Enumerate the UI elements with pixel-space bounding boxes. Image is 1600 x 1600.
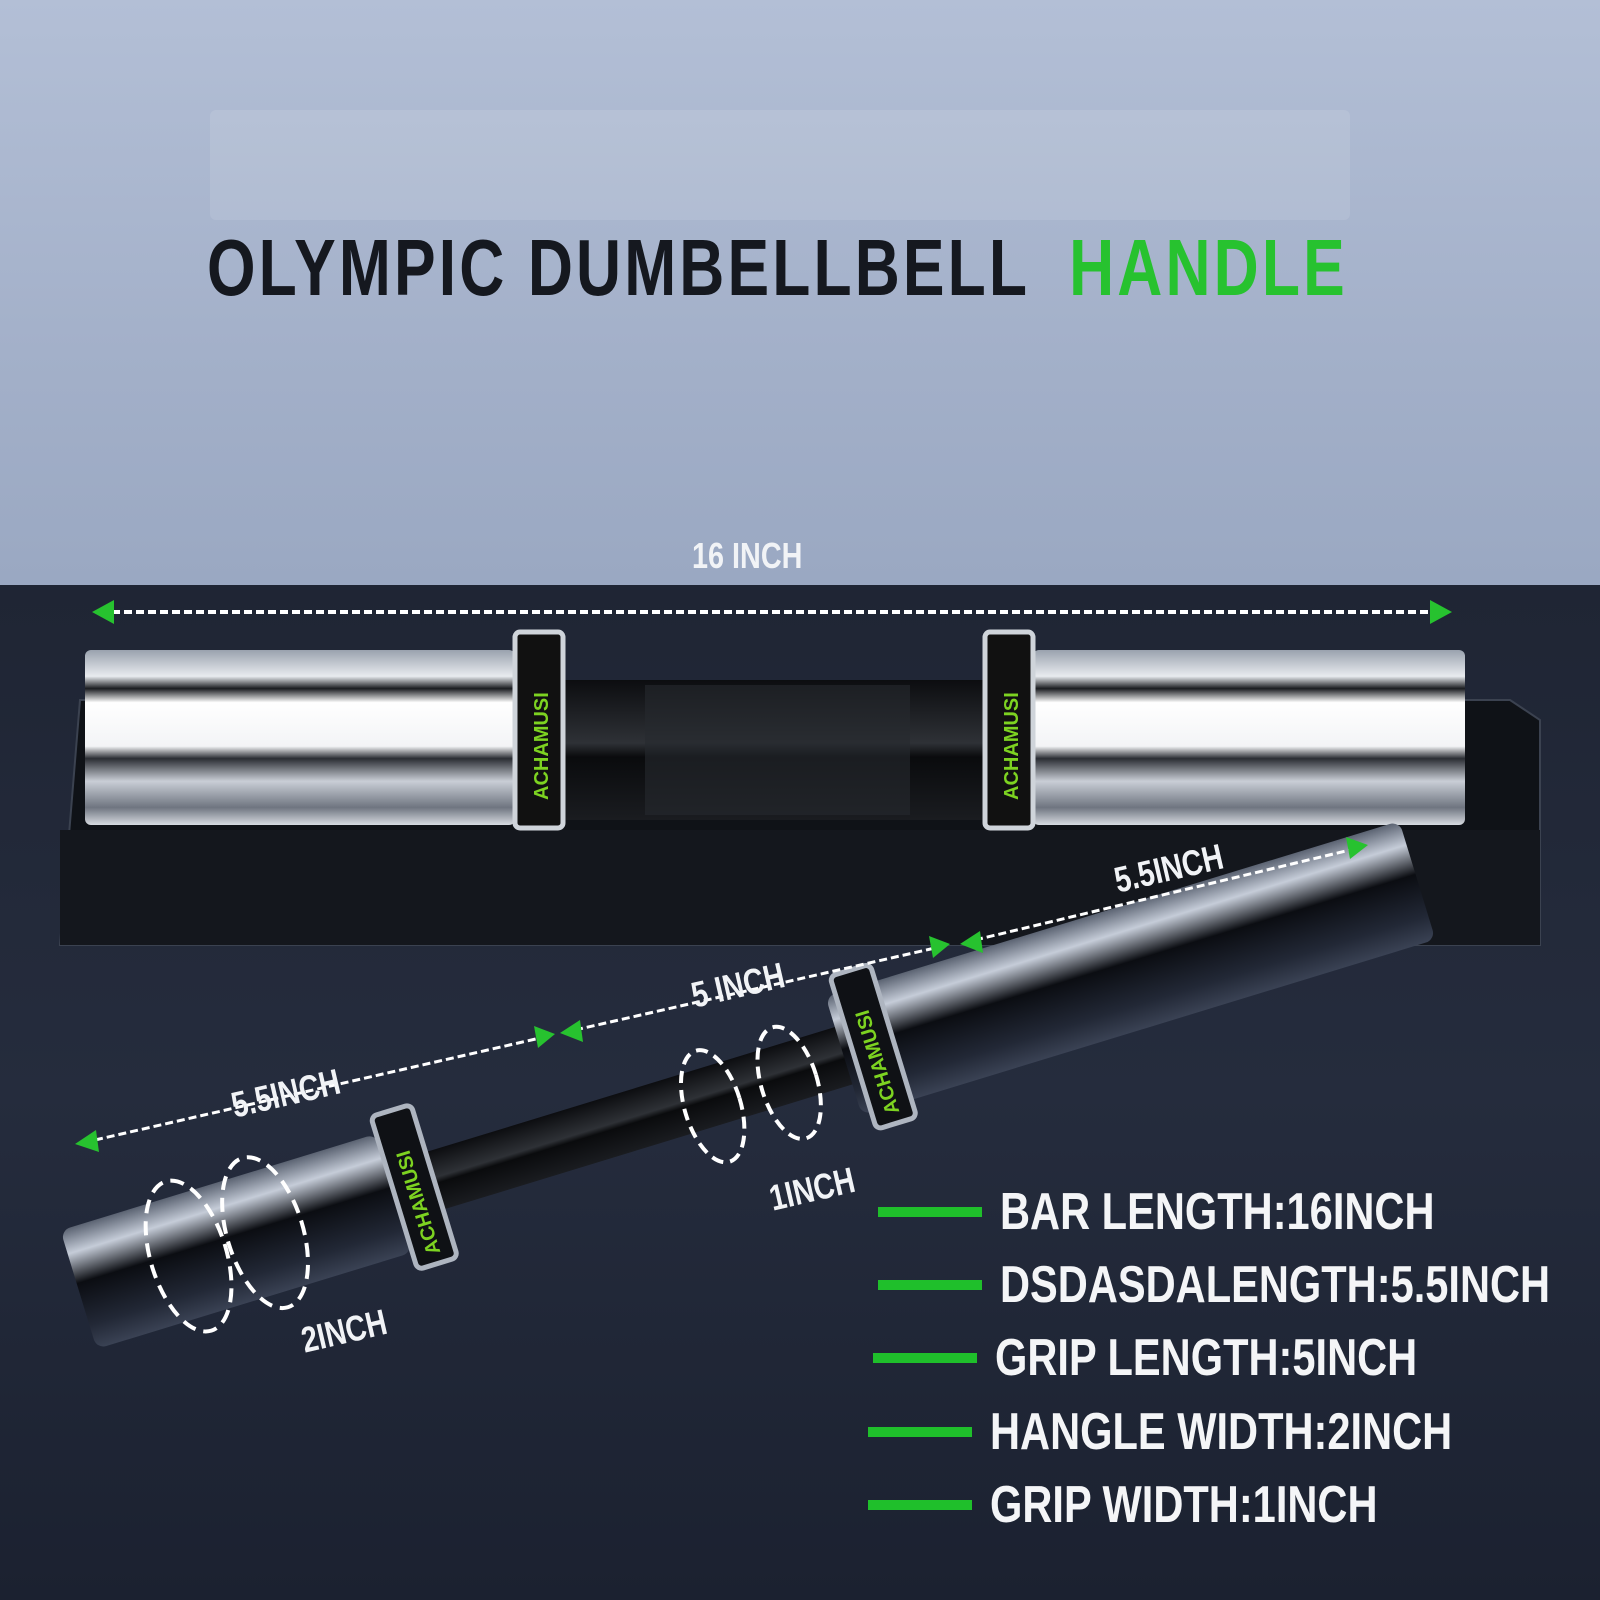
spec-bullet (873, 1353, 977, 1363)
title-part2: HANDLE (1069, 223, 1348, 312)
knurled-grip (423, 1024, 862, 1211)
dumbbell-handle-angled: ACHAMUSI ACHAMUSI (62, 823, 1434, 1347)
spec-item: GRIP WIDTH:1INCH (868, 1475, 1474, 1535)
spec-item: GRIP LENGTH:5INCH (873, 1328, 1523, 1388)
brand-label: ACHAMUSI (531, 692, 553, 800)
spec-text: HANGLE WIDTH:2INCH (990, 1403, 1453, 1461)
diameter-marker (143, 1178, 234, 1334)
spec-bullet (878, 1280, 982, 1290)
spec-text: DSDASDALENGTH:5.5INCH (1000, 1256, 1551, 1314)
dimension-angled (75, 837, 1368, 1152)
page-title: OLYMPIC DUMBELLBELL HANDLE (207, 222, 1345, 312)
dumbbell-handle-front: ACHAMUSI ACHAMUSI (85, 629, 1465, 831)
diameter-marker (220, 1155, 310, 1311)
spec-bullet (868, 1500, 972, 1510)
background-reflection (210, 110, 1350, 220)
sleeve-left (85, 650, 515, 825)
collar-left (369, 1103, 459, 1271)
spec-item: HANGLE WIDTH:2INCH (868, 1402, 1568, 1462)
spec-text: GRIP WIDTH:1INCH (990, 1476, 1378, 1534)
dimension-label-overall: 16 INCH (692, 535, 803, 576)
title-part1: OLYMPIC DUMBELLBELL (207, 223, 1031, 312)
sleeve-right (1033, 650, 1465, 825)
background-top (0, 0, 1600, 585)
dimension-overall (92, 600, 1452, 624)
collar-right (982, 629, 1036, 831)
spec-item: DSDASDALENGTH:5.5INCH (878, 1255, 1600, 1315)
spec-bullet (868, 1427, 972, 1437)
spec-text: BAR LENGTH:16INCH (1000, 1183, 1435, 1241)
sleeve-left (62, 1136, 410, 1347)
collar-left (512, 629, 566, 831)
spec-item: BAR LENGTH:16INCH (878, 1182, 1543, 1242)
collar-right (828, 963, 918, 1131)
brand-label: ACHAMUSI (1001, 692, 1023, 800)
sleeve-right (827, 823, 1434, 1113)
spec-text: GRIP LENGTH:5INCH (995, 1329, 1418, 1387)
diameter-marker (678, 1048, 747, 1165)
spec-bullet (878, 1207, 982, 1217)
